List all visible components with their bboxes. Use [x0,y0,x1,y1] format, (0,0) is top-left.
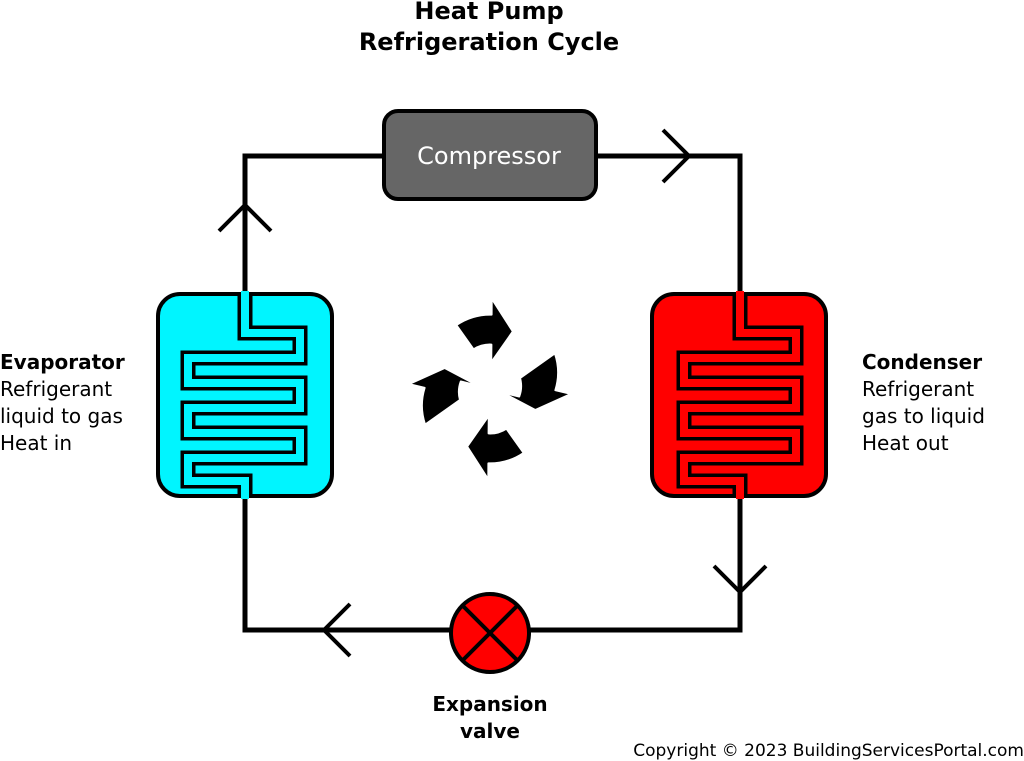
evaporator-name: Evaporator [0,350,125,374]
flow-arrow-up [217,202,273,233]
condenser-label: Condenser Refrigerant gas to liquid Heat… [862,349,985,457]
pipe-evaporator-to-compressor [242,153,386,298]
pipe-condenser-to-valve [530,494,743,633]
expansion-valve-line2: valve [460,719,520,743]
pipe-compressor-to-condenser [595,153,743,298]
condenser-name: Condenser [862,350,983,374]
pipe-valve-to-evaporator [242,494,450,633]
condenser-line3: Heat out [862,431,949,455]
evaporator-line1: Refrigerant [0,377,113,401]
copyright-notice: Copyright © 2023 BuildingServicesPortal.… [633,741,1024,761]
expansion-valve-line1: Expansion [432,692,548,716]
expansion-valve-label: Expansion valve [390,691,590,745]
flow-arrow-left [321,602,352,658]
compressor-label: Compressor [417,142,561,170]
evaporator-line2: liquid to gas [0,404,123,428]
condenser-line1: Refrigerant [862,377,975,401]
compressor-box [382,109,598,201]
cycle-icon [407,297,573,481]
diagram-title-line2: Refrigeration Cycle [358,28,620,56]
evaporator-line3: Heat in [0,431,73,455]
flow-arrow-down [712,564,768,595]
condenser-line2: gas to liquid [862,404,985,428]
flow-arrow-right [661,128,692,184]
expansion-valve-icon [449,592,531,674]
diagram-title-line1: Heat Pump [414,0,564,25]
evaporator-label: Evaporator Refrigerant liquid to gas Hea… [0,349,125,457]
